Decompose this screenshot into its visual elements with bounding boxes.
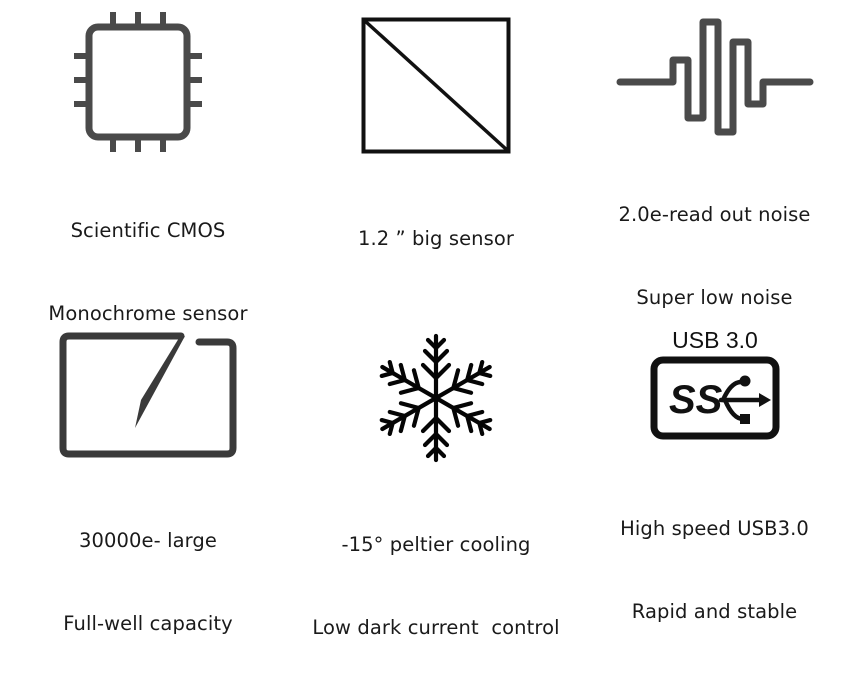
- full-well-bucket-icon: [59, 332, 237, 458]
- caption-line-1: 1.2 ” big sensor: [357, 226, 515, 250]
- usb-superspeed-icon: USB 3.0 SS: [650, 327, 779, 440]
- feature-caption: 2.0e-read out noise Super low noise: [618, 146, 810, 368]
- sensor-square-diagonal-icon: [361, 17, 511, 154]
- feature-item-scientific-cmos: Scientific CMOS Monochrome sensor: [0, 0, 296, 325]
- feature-caption: High speed USB3.0 Rapid and stable: [620, 460, 809, 682]
- caption-line-1: High speed USB3.0: [620, 517, 809, 541]
- feature-item-usb3: USB 3.0 SS High speed USB3.0 Rapid and s: [576, 308, 853, 623]
- caption-line-1: 30000e- large: [79, 529, 217, 553]
- usb-superspeed-icon-wrap: USB 3.0 SS: [576, 308, 853, 446]
- caption-line-2: Full-well capacity: [63, 612, 233, 636]
- feature-item-peltier-cooling: -15° peltier cooling Low dark current co…: [296, 308, 576, 639]
- caption-line-2: Super low noise: [636, 286, 793, 310]
- usb-ss-wordmark: SS: [669, 378, 723, 422]
- feature-item-big-sensor: 1.2 ” big sensor: [296, 0, 576, 308]
- waveform-noise-icon-wrap: [576, 0, 853, 140]
- caption-line-1: 2.0e-read out noise: [618, 203, 811, 227]
- caption-line-2: Low dark current control: [312, 616, 560, 640]
- usb-trident-icon: [718, 375, 771, 424]
- feature-item-read-out-noise: 2.0e-read out noise Super low noise: [576, 0, 853, 309]
- feature-caption: 1.2 ” big sensor: [358, 170, 514, 308]
- caption-line-1: Scientific CMOS: [70, 219, 226, 243]
- feature-caption: 30000e- large Full-well capacity: [63, 472, 232, 694]
- feature-grid: Scientific CMOS Monochrome sensor 1.2 ” …: [0, 0, 853, 639]
- sensor-square-diagonal-icon-wrap: [296, 0, 576, 164]
- snowflake-icon: [379, 333, 493, 463]
- waveform-noise-icon: [616, 18, 813, 136]
- feature-item-full-well-capacity: 30000e- large Full-well capacity: [0, 308, 296, 635]
- cmos-chip-icon: [74, 12, 202, 152]
- usb-badge-label: USB 3.0: [672, 327, 758, 353]
- feature-caption: -15° peltier cooling Low dark current co…: [312, 476, 559, 698]
- caption-line-1: -15° peltier cooling: [341, 533, 531, 557]
- caption-line-2: Monochrome sensor: [48, 302, 248, 326]
- snowflake-icon-wrap: [296, 308, 576, 464]
- cmos-chip-icon-wrap: [0, 0, 296, 156]
- caption-line-2: Rapid and stable: [631, 600, 798, 624]
- full-well-bucket-icon-wrap: [0, 308, 296, 460]
- feature-caption: Scientific CMOS Monochrome sensor: [48, 162, 247, 384]
